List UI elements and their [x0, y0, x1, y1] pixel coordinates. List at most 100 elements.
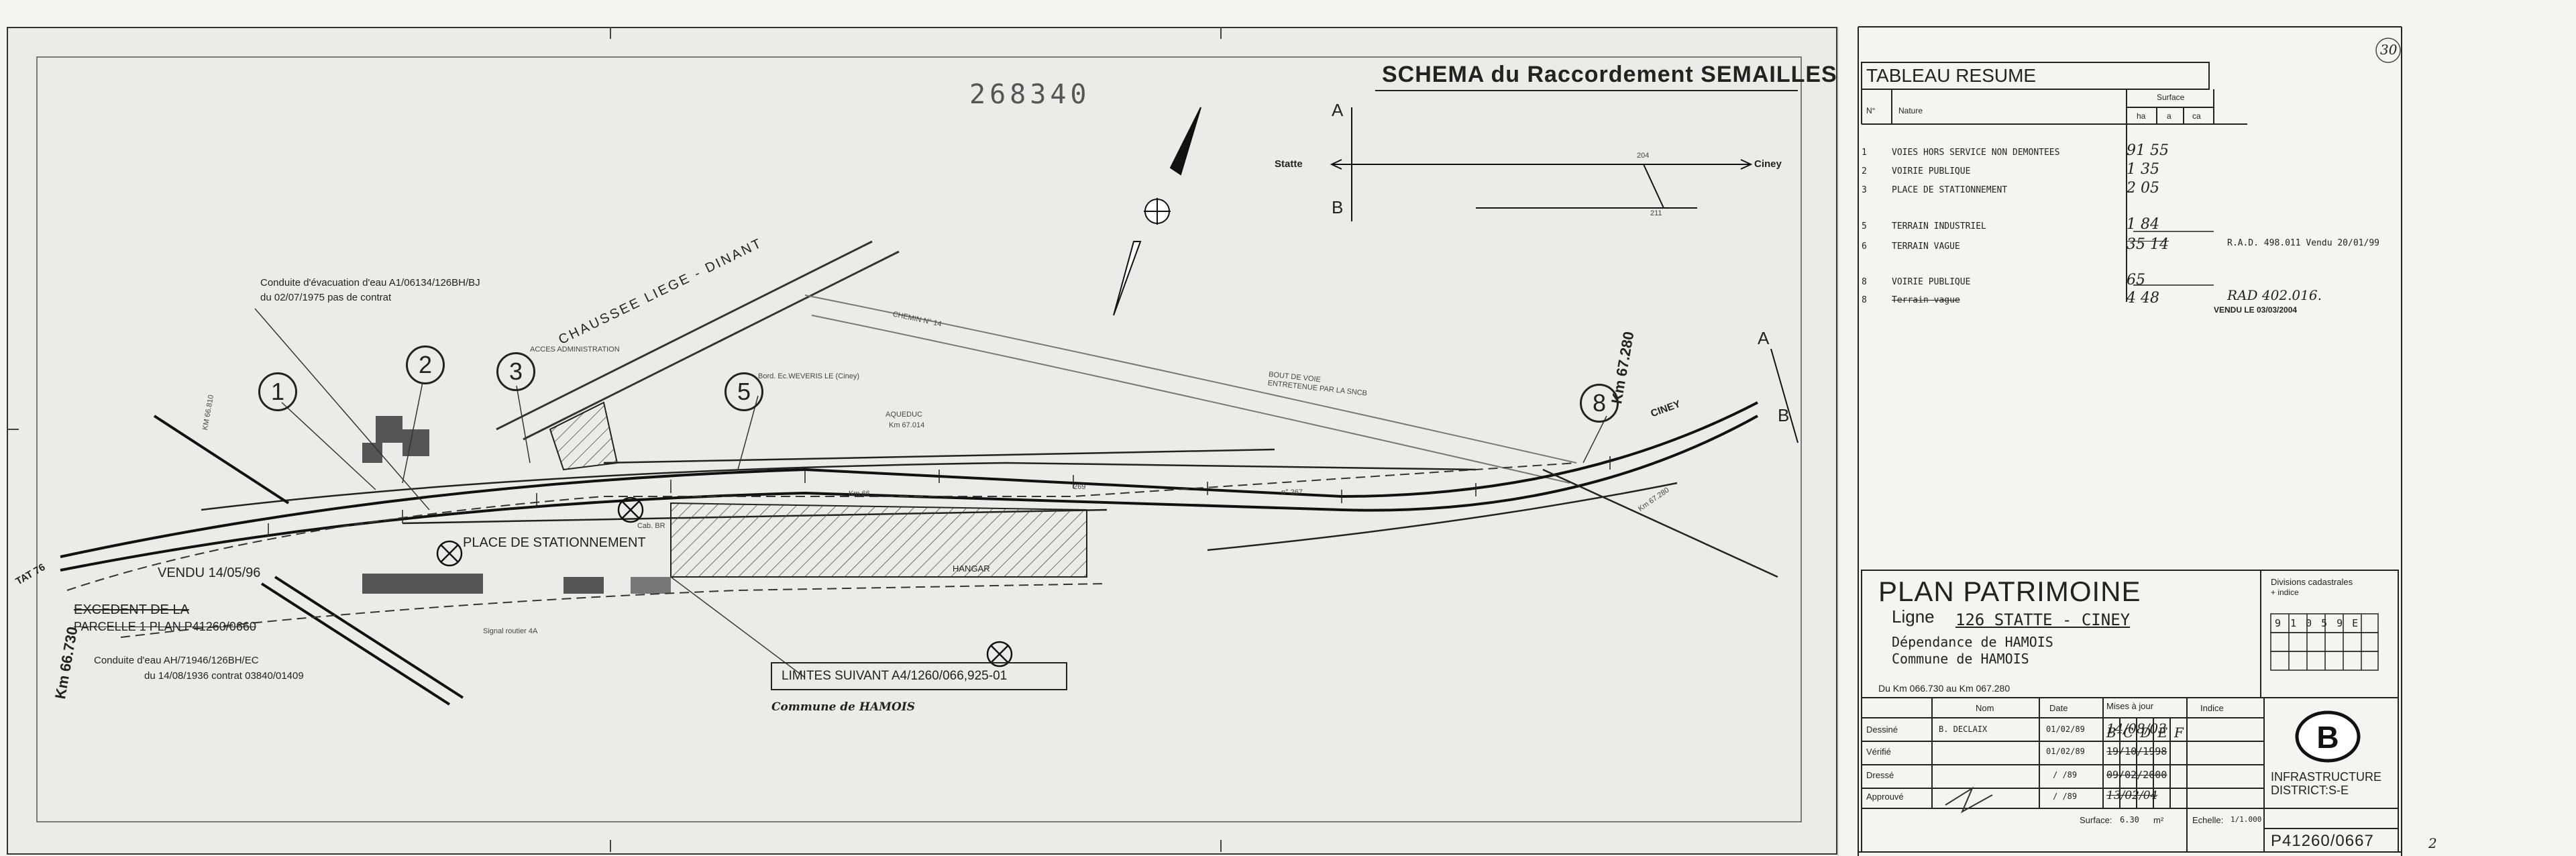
- note-aqueduc: AQUEDUC: [885, 411, 923, 419]
- row-mise-approuve: 13/02/04: [2106, 789, 2158, 802]
- profile-204: 204: [1637, 152, 1650, 160]
- note-limites: LIMITES SUIVANT A4/1260/066,925-01: [782, 669, 1008, 683]
- tableau-header-nature: Nature: [1898, 106, 1923, 115]
- note-excedent-1: EXCEDENT DE LA: [74, 602, 189, 617]
- circle-1: 1: [258, 372, 297, 411]
- plan-commune: Commune de HAMOIS: [1892, 651, 2029, 667]
- circle-3: 3: [496, 352, 535, 391]
- note-269: 269: [1073, 483, 1086, 491]
- note-km66: Km 66: [849, 490, 870, 498]
- section-a: A: [1332, 100, 1344, 120]
- plan-km-range: Du Km 066.730 au Km 067.280: [1878, 683, 2010, 694]
- surface-value: 6.30: [2120, 815, 2139, 824]
- row-date-dessine: 01/02/89: [2046, 725, 2085, 734]
- note-hangar: HANGAR: [953, 564, 990, 574]
- plan-title: PLAN PATRIMOINE: [1878, 576, 2141, 607]
- serial-number: 268340: [969, 79, 1091, 110]
- tableau-row-8-sold: VENDU LE 03/03/2004: [2214, 305, 2298, 315]
- surface-label: Surface:: [2080, 815, 2112, 825]
- note-n267: n° 267: [1281, 488, 1303, 496]
- note-commune: Commune de HAMOIS: [771, 700, 916, 714]
- note-bord-ecluse: Bord. Ec.WEVERIS LE (Ciney): [758, 372, 859, 380]
- sncb-logo-icon: B: [2295, 710, 2361, 763]
- tableau-title: TABLEAU RESUME: [1866, 65, 2037, 86]
- note-aqueduc-km: Km 67.014: [889, 421, 925, 429]
- note-signal: Signal routier 4A: [483, 627, 538, 635]
- tableau-row-8-note: RAD 402.016.: [2227, 287, 2322, 303]
- note-evacuation-date: du 02/07/1975 pas de contrat: [260, 292, 392, 303]
- infra-line2: DISTRICT:S-E: [2271, 784, 2349, 797]
- schema-title: SCHEMA du Raccordement SEMAILLES: [1382, 62, 1837, 87]
- section-b-right: B: [1778, 405, 1790, 425]
- plan-block: [1861, 570, 2399, 853]
- note-conduite-eau: Conduite d'eau AH/71946/126BH/EC: [94, 655, 259, 666]
- plan-header-date: Date: [2049, 703, 2068, 713]
- note-vendu: VENDU 14/05/96: [158, 566, 261, 580]
- note-evacuation: Conduite d'évacuation d'eau A1/06134/126…: [260, 277, 480, 288]
- corner-note: 2: [2428, 835, 2437, 851]
- building-block: [362, 574, 483, 594]
- note-acces: ACCES ADMINISTRATION: [530, 345, 620, 354]
- tableau-header-surface: Surface: [2157, 93, 2185, 102]
- sheet-number-top: 30: [2380, 42, 2398, 58]
- row-mise-verifie: 19/10/1998: [2106, 745, 2167, 757]
- signal-icons: [436, 496, 1013, 667]
- row-label-dresse: Dressé: [1866, 770, 1894, 780]
- row-date-verifie: 01/02/89: [2046, 747, 2085, 756]
- tableau-header-no: N°: [1866, 106, 1876, 115]
- sleepers: [268, 456, 1611, 537]
- direction-statte: Statte: [1275, 158, 1303, 170]
- row-nom-dessine: B. DECLAIX: [1939, 725, 1988, 734]
- property-limits: [66, 462, 1577, 638]
- plan-dependance: Dépendance de HAMOIS: [1892, 634, 2053, 650]
- tableau-header-ca: ca: [2192, 111, 2201, 121]
- chemin-road: [804, 295, 1577, 484]
- compass-icon: [1113, 107, 1201, 316]
- plan-header-mises: Mises à jour: [2106, 701, 2154, 711]
- plan-ligne-label: Ligne: [1892, 606, 1935, 627]
- divisions-grid: [2270, 613, 2379, 671]
- divisions-cells: 91059E: [2275, 617, 2368, 629]
- note-place: PLACE DE STATIONNEMENT: [463, 535, 646, 550]
- plan-header-indice: Indice: [2200, 703, 2224, 713]
- section-a-right: A: [1758, 328, 1770, 348]
- row-date-dresse: / /89: [2053, 770, 2078, 780]
- section-b: B: [1332, 197, 1344, 217]
- infra-line1: INFRASTRUCTURE: [2271, 770, 2381, 784]
- note-excedent-2: PARCELLE 1 PLAN P41260/0660: [74, 620, 256, 633]
- divisions-label: Divisions cadastrales: [2271, 577, 2353, 587]
- frame-ticks: [7, 27, 1222, 852]
- circle-2: 2: [406, 345, 445, 384]
- note-conduite-eau-date: du 14/08/1936 contrat 03840/01409: [144, 670, 304, 682]
- indice-letters: BCDEF: [2106, 725, 2190, 741]
- tableau-grid: [1861, 62, 2247, 302]
- divisions-sub: + indice: [2271, 588, 2299, 597]
- plan-ligne-value: 126 STATTE - CINEY: [1955, 610, 2131, 629]
- chaussee-road: [496, 240, 900, 441]
- svg-text:B: B: [2316, 720, 2339, 755]
- echelle-value: 1/1.000: [2231, 815, 2262, 824]
- row-label-dessine: Dessiné: [1866, 725, 1898, 735]
- surface-unit: m²: [2153, 815, 2164, 825]
- circle-8: 8: [1580, 384, 1619, 423]
- plan-header-nom: Nom: [1976, 703, 1994, 713]
- plan-number: P41260/0667: [2271, 832, 2374, 850]
- profile-211: 211: [1650, 209, 1662, 217]
- row-mise-dresse: 09/02/2000: [2106, 769, 2167, 781]
- note-cabine: Cab. BR: [637, 522, 665, 530]
- direction-ciney: Ciney: [1754, 158, 1782, 170]
- hatched-hangar-zone: [670, 502, 1087, 578]
- row-label-verifie: Vérifié: [1866, 747, 1891, 757]
- main-track: [60, 401, 1758, 572]
- section-diagram: [1330, 107, 1753, 221]
- row-date-approuve: / /89: [2053, 792, 2078, 801]
- row-mise-dessine: 14/08/03: [2106, 720, 2167, 737]
- row-label-approuve: Approuvé: [1866, 792, 1904, 802]
- tableau-row-6-note: R.A.D. 498.011 Vendu 20/01/99: [2227, 238, 2379, 248]
